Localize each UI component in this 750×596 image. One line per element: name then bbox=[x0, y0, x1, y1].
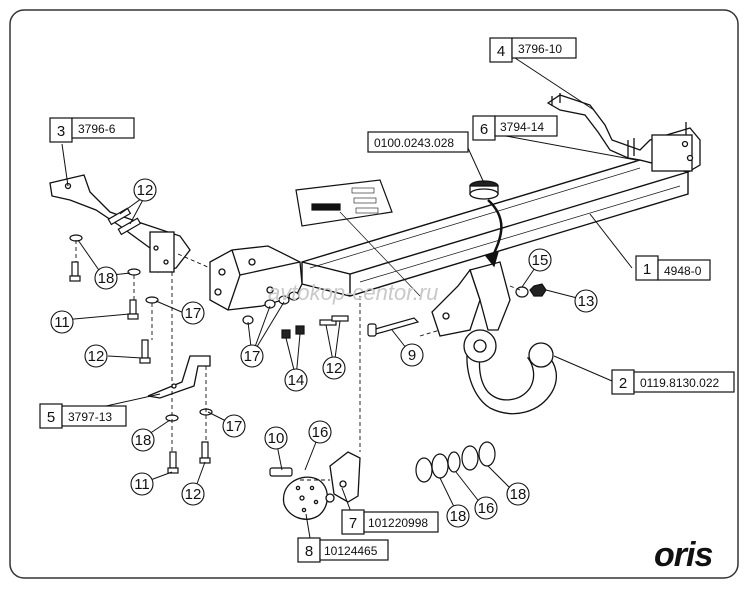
part-code: 4948-0 bbox=[664, 264, 702, 278]
fasteners-drawing bbox=[69, 207, 547, 477]
svg-text:18: 18 bbox=[98, 270, 115, 287]
part-label-2: 2 0119.8130.022 bbox=[611, 369, 735, 395]
svg-text:12: 12 bbox=[88, 348, 105, 365]
svg-text:14: 14 bbox=[288, 372, 305, 389]
callout-11: 11 bbox=[50, 310, 74, 334]
type-label-plate-drawing bbox=[295, 179, 421, 297]
callout-18: 18 bbox=[446, 504, 470, 528]
part-number: 7 bbox=[349, 515, 357, 532]
callout-18: 18 bbox=[131, 428, 155, 452]
svg-text:16: 16 bbox=[478, 500, 495, 517]
part-code: 3796-10 bbox=[518, 42, 562, 56]
socket-plate-drawing bbox=[282, 451, 361, 520]
part-code: 3796-6 bbox=[78, 122, 116, 136]
part-label-1: 1 4948-0 bbox=[635, 255, 711, 281]
svg-text:18: 18 bbox=[135, 432, 152, 449]
right-bracket-drawing bbox=[546, 93, 701, 173]
part-number: 4 bbox=[497, 43, 505, 60]
part-code: 10124465 bbox=[324, 544, 378, 558]
svg-text:11: 11 bbox=[134, 476, 150, 493]
callout-14: 14 bbox=[284, 368, 308, 392]
part-number: 2 bbox=[619, 375, 627, 392]
callout-16: 16 bbox=[308, 420, 332, 444]
svg-text:12: 12 bbox=[326, 360, 343, 377]
part-number: 8 bbox=[305, 543, 313, 560]
watermark-text: avtokop-centor.ru bbox=[268, 280, 438, 305]
callout-12: 12 bbox=[181, 482, 205, 506]
callout-17: 17 bbox=[240, 344, 264, 368]
callout-11: 11 bbox=[130, 472, 154, 496]
callout-12: 12 bbox=[133, 178, 157, 202]
washer-set-drawing bbox=[415, 441, 496, 483]
part-label-5: 5 3797-13 bbox=[39, 403, 127, 429]
part-number: 6 bbox=[480, 121, 488, 138]
callout-16: 16 bbox=[474, 496, 498, 520]
svg-text:16: 16 bbox=[312, 424, 329, 441]
part-number: 3 bbox=[57, 123, 65, 140]
svg-text:11: 11 bbox=[54, 314, 70, 331]
svg-text:18: 18 bbox=[450, 508, 467, 525]
callout-9: 9 bbox=[400, 343, 424, 367]
diagram-border bbox=[9, 9, 739, 579]
part-code: 0100.0243.028 bbox=[374, 136, 454, 150]
svg-text:10: 10 bbox=[268, 430, 285, 447]
part-label-cap: 0100.0243.028 bbox=[367, 131, 469, 153]
svg-text:12: 12 bbox=[137, 182, 154, 199]
bracket-3796-6-drawing bbox=[49, 174, 191, 273]
assembly-guide-lines bbox=[75, 240, 521, 481]
part-label-7: 7 101220998 bbox=[341, 509, 439, 535]
callout-10: 10 bbox=[264, 426, 288, 450]
part-label-3: 3 3796-6 bbox=[49, 117, 135, 143]
callout-12: 12 bbox=[84, 344, 108, 368]
part-label-4: 4 3796-10 bbox=[489, 37, 577, 63]
svg-text:12: 12 bbox=[185, 486, 202, 503]
svg-text:18: 18 bbox=[510, 486, 527, 503]
callout-12: 12 bbox=[322, 356, 346, 380]
towball-drawing bbox=[431, 261, 558, 415]
svg-text:17: 17 bbox=[185, 305, 202, 322]
callouts: 12 18 11 17 12 17 14 12 9 15 13 17 18 11… bbox=[50, 178, 598, 528]
part-label-6: 6 3794-14 bbox=[472, 115, 558, 141]
callout-17: 17 bbox=[222, 414, 246, 438]
left-bracket-drawing bbox=[209, 245, 303, 311]
svg-text:15: 15 bbox=[532, 252, 549, 269]
part-label-8: 8 10124465 bbox=[297, 537, 389, 563]
callout-13: 13 bbox=[574, 289, 598, 313]
callout-15: 15 bbox=[528, 248, 552, 272]
brand-logo: oris bbox=[654, 536, 712, 574]
svg-text:9: 9 bbox=[408, 347, 416, 364]
part-code: 101220998 bbox=[368, 516, 428, 530]
part-code: 3797-13 bbox=[68, 410, 112, 424]
bracket-3797-13-drawing bbox=[147, 355, 211, 399]
svg-text:17: 17 bbox=[226, 418, 243, 435]
part-code: 3794-14 bbox=[500, 120, 544, 134]
callout-18: 18 bbox=[506, 482, 530, 506]
ball-cap-drawing bbox=[469, 180, 503, 268]
callout-17: 17 bbox=[181, 301, 205, 325]
part-code: 0119.8130.022 bbox=[640, 376, 720, 390]
part-number: 5 bbox=[47, 409, 55, 426]
svg-text:17: 17 bbox=[244, 348, 261, 365]
callout-18: 18 bbox=[94, 266, 118, 290]
svg-text:13: 13 bbox=[578, 293, 595, 310]
part-number: 1 bbox=[643, 261, 651, 278]
